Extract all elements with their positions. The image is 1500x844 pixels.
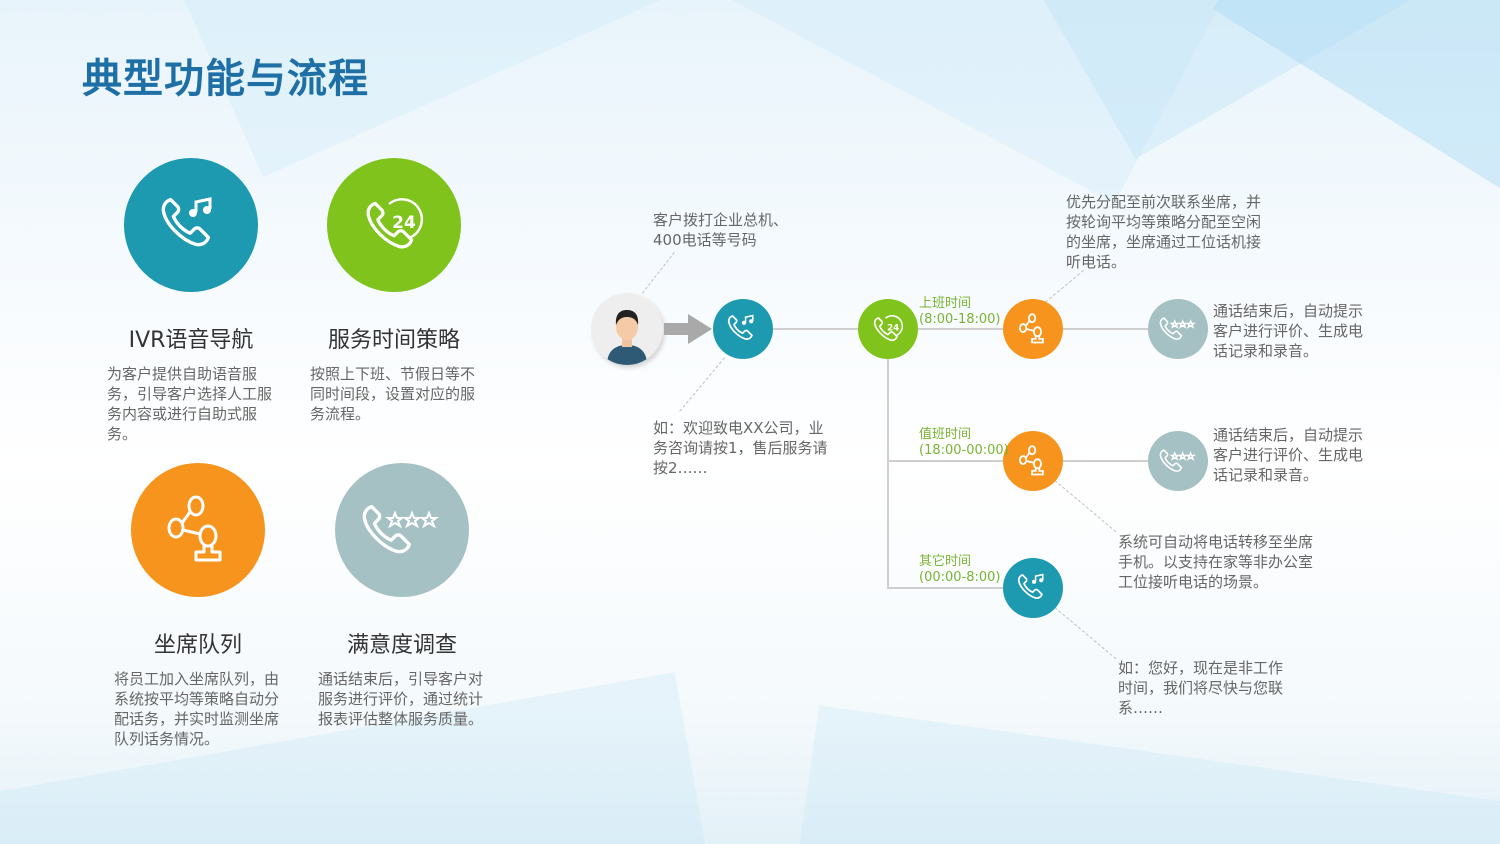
time-branch-range: (8:00-18:00) bbox=[919, 312, 1001, 327]
feature-description: 通话结束后，引导客户对服务进行评价，通过统计报表评估整体服务质量。 bbox=[318, 670, 484, 728]
note-ivr-example: 如：欢迎致电XX公司，业务咨询请按1，售后服务请按2…… bbox=[653, 419, 828, 477]
background-facet bbox=[788, 705, 1500, 844]
arrow-right-icon bbox=[664, 314, 712, 344]
leader-line bbox=[642, 252, 675, 294]
time-branch-duty: 值班时间 (18:00-00:00) bbox=[919, 427, 1009, 459]
feature-title: 服务时间策略 bbox=[327, 328, 460, 353]
note-dial: 客户拨打企业总机、400电话等号码 bbox=[653, 211, 789, 249]
flow-line bbox=[887, 587, 1003, 589]
svg-text:24: 24 bbox=[392, 213, 416, 233]
note-survey-1: 通话结束后，自动提示客户进行评价、生成电话记录和录音。 bbox=[1213, 302, 1364, 360]
feature-ivr: IVR语音导航 为客户提供自助语音服务，引导客户选择人工服务内容或进行自助式服务… bbox=[91, 158, 291, 444]
time-branch-range: (18:00-00:00) bbox=[919, 443, 1009, 458]
time-branch-name: 其它时间 bbox=[919, 554, 972, 569]
note-offhours-example: 如：您好，现在是非工作时间，我们将尽快与您联系…… bbox=[1118, 659, 1284, 717]
feature-service-time: 24 服务时间策略 按照上下班、节假日等不同时间段，设置对应的服务流程。 bbox=[294, 158, 494, 424]
feature-description: 为客户提供自助语音服务，引导客户选择人工服务内容或进行自助式服务。 bbox=[107, 365, 273, 443]
agent-queue-icon bbox=[167, 495, 222, 562]
flow-node-service-time: 24 bbox=[858, 299, 918, 359]
flow-line bbox=[773, 328, 859, 330]
flow-line bbox=[1063, 460, 1149, 462]
phone-rating-icon bbox=[1159, 317, 1196, 340]
phone-24h-icon: 24 bbox=[366, 198, 424, 249]
leader-line bbox=[1054, 607, 1117, 660]
phone-music-icon bbox=[727, 314, 754, 340]
page-title: 典型功能与流程 bbox=[82, 56, 369, 102]
svg-text:24: 24 bbox=[887, 324, 899, 334]
leader-line bbox=[1045, 269, 1084, 303]
time-branch-other: 其它时间 (00:00-8:00) bbox=[919, 554, 1001, 586]
feature-description: 将员工加入坐席队列，由系统按平均等策略自动分配话务，并实时监测坐席队列话务情况。 bbox=[114, 670, 280, 748]
phone-rating-icon bbox=[1159, 449, 1196, 472]
service-time-badge: 24 bbox=[327, 158, 461, 292]
flow-node-agent-queue-duty bbox=[1003, 431, 1063, 491]
flow-line bbox=[887, 460, 1003, 462]
phone-rating-icon bbox=[362, 504, 439, 554]
ivr-badge bbox=[124, 158, 258, 292]
leader-line bbox=[1054, 480, 1117, 533]
flow-line bbox=[918, 328, 1004, 330]
phone-24h-icon: 24 bbox=[873, 315, 904, 342]
feature-description: 按照上下班、节假日等不同时间段，设置对应的服务流程。 bbox=[310, 365, 476, 423]
note-assign: 优先分配至前次联系坐席，并按轮询平均等策略分配至空闲的坐席，坐席通过工位话机接听… bbox=[1066, 193, 1262, 271]
flow-node-agent-queue-work bbox=[1003, 299, 1063, 359]
feature-satisfaction: 满意度调查 通话结束后，引导客户对服务进行评价，通过统计报表评估整体服务质量。 bbox=[302, 463, 502, 729]
feature-agent-queue: 坐席队列 将员工加入坐席队列，由系统按平均等策略自动分配话务，并实时监测坐席队列… bbox=[98, 463, 298, 749]
time-branch-range: (00:00-8:00) bbox=[919, 570, 1001, 585]
flow-node-satisfaction-1 bbox=[1148, 299, 1208, 359]
time-branch-work: 上班时间 (8:00-18:00) bbox=[919, 296, 1001, 328]
background-facet bbox=[672, 0, 1228, 204]
note-transfer: 系统可自动将电话转移至坐席手机。以支持在家等非办公室工位接听电话的场景。 bbox=[1118, 533, 1314, 591]
agent-queue-icon bbox=[1019, 313, 1044, 344]
time-branch-name: 值班时间 bbox=[919, 427, 972, 442]
feature-title: 坐席队列 bbox=[153, 633, 242, 658]
agent-queue-badge bbox=[131, 463, 265, 597]
leader-line bbox=[679, 357, 725, 412]
background-facet bbox=[1015, 0, 1465, 159]
flow-node-ivr-offhours bbox=[1003, 558, 1063, 618]
time-branch-name: 上班时间 bbox=[919, 296, 972, 311]
flow-node-satisfaction-2 bbox=[1148, 431, 1208, 491]
phone-music-icon bbox=[1017, 573, 1044, 599]
feature-title: 满意度调查 bbox=[346, 633, 457, 658]
phone-music-icon bbox=[161, 197, 212, 247]
flow-line bbox=[1063, 328, 1149, 330]
flow-line bbox=[887, 358, 889, 588]
flow-node-ivr bbox=[713, 299, 773, 359]
agent-queue-icon bbox=[1019, 445, 1044, 476]
satisfaction-badge bbox=[335, 463, 469, 597]
note-survey-2: 通话结束后，自动提示客户进行评价、生成电话记录和录音。 bbox=[1213, 426, 1364, 484]
person-icon bbox=[607, 310, 647, 365]
customer-avatar bbox=[591, 293, 663, 365]
feature-title: IVR语音导航 bbox=[128, 328, 254, 353]
